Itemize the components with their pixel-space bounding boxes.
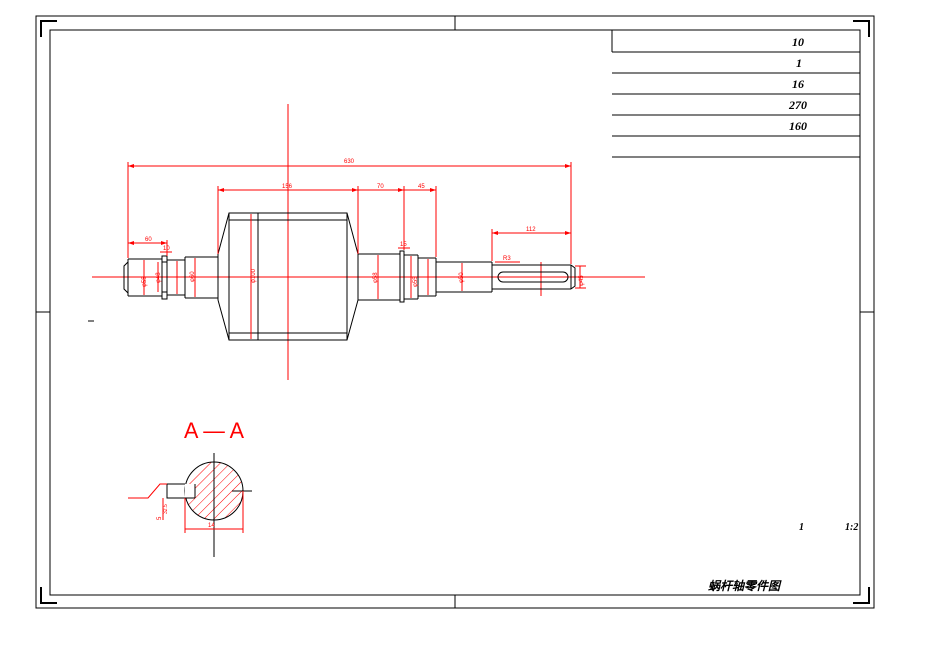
dia-right-shaft: φ58 (373, 272, 379, 283)
dim-worm-section: 156 (282, 184, 293, 190)
dimension-arrows (128, 164, 571, 245)
dim-45: 45 (418, 184, 425, 190)
section-view: A — A 5 14 32.5 (128, 418, 252, 557)
dia-left-bearing: φ55 (142, 276, 148, 287)
scale: 1:2 (845, 522, 858, 533)
dia-left-journal: φ48 (156, 272, 162, 283)
table-row: 270 (788, 98, 807, 112)
section-keyway-note: 32.5 (163, 504, 169, 514)
dia-right-bearing: φ55 (413, 276, 419, 287)
dia-left-shaft: φ60 (190, 271, 196, 282)
dimension-texts: 630 156 70 45 60 10 15 112 R3 φ55 φ48 φ6… (142, 159, 585, 287)
dim-left-end: 60 (145, 237, 152, 243)
title-block-values: 10 1 16 270 160 (788, 35, 807, 133)
dim-radius: R3 (503, 256, 511, 262)
table-row: 10 (792, 35, 804, 49)
center-lines (92, 104, 645, 380)
table-row: 160 (789, 119, 807, 133)
dim-left-gap: 10 (163, 246, 170, 252)
section-label: A — A (184, 418, 244, 443)
drawing-info: 1 1:2 蜗杆轴零件图 (708, 522, 858, 593)
drawing-frame (35, 15, 875, 609)
dim-shoulder-right: 15 (400, 242, 407, 248)
section-width: 14 (208, 523, 215, 529)
dim-overall: 630 (344, 159, 355, 165)
shaft-outline (123, 212, 576, 341)
section-keyway-depth: 5 (157, 516, 163, 520)
table-row: 16 (792, 77, 804, 91)
dimension-lines (127, 162, 586, 339)
dim-key-length: 112 (526, 227, 536, 233)
dia-worm: φ100 (251, 268, 257, 283)
dia-right-step: φ50 (459, 272, 465, 283)
title-block-table (611, 30, 860, 158)
drawing-title: 蜗杆轴零件图 (708, 579, 782, 593)
dia-key-end: φ45 (579, 275, 585, 286)
dim-70: 70 (377, 184, 384, 190)
quantity: 1 (799, 522, 804, 533)
table-row: 1 (796, 56, 802, 70)
